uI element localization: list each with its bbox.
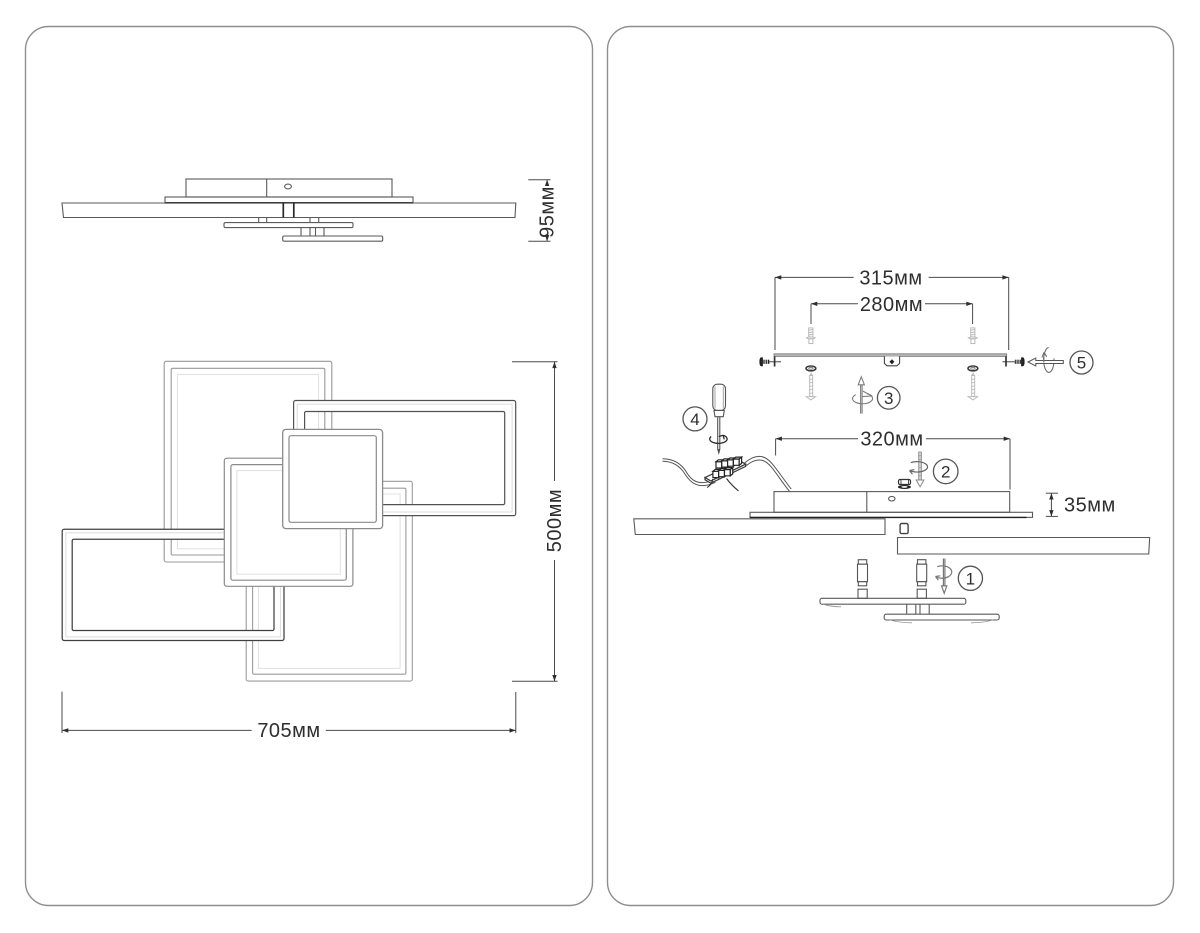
svg-text:320мм: 320мм xyxy=(860,429,923,451)
svg-text:35мм: 35мм xyxy=(1064,495,1116,517)
svg-text:2: 2 xyxy=(941,462,950,481)
svg-text:315мм: 315мм xyxy=(859,268,922,290)
svg-text:500мм: 500мм xyxy=(544,489,566,552)
svg-text:1: 1 xyxy=(966,569,975,588)
svg-text:4: 4 xyxy=(690,410,699,429)
svg-text:3: 3 xyxy=(884,389,893,408)
svg-text:5: 5 xyxy=(1077,354,1086,373)
svg-text:95мм: 95мм xyxy=(537,186,559,238)
svg-text:705мм: 705мм xyxy=(257,720,320,742)
svg-text:280мм: 280мм xyxy=(860,294,923,316)
